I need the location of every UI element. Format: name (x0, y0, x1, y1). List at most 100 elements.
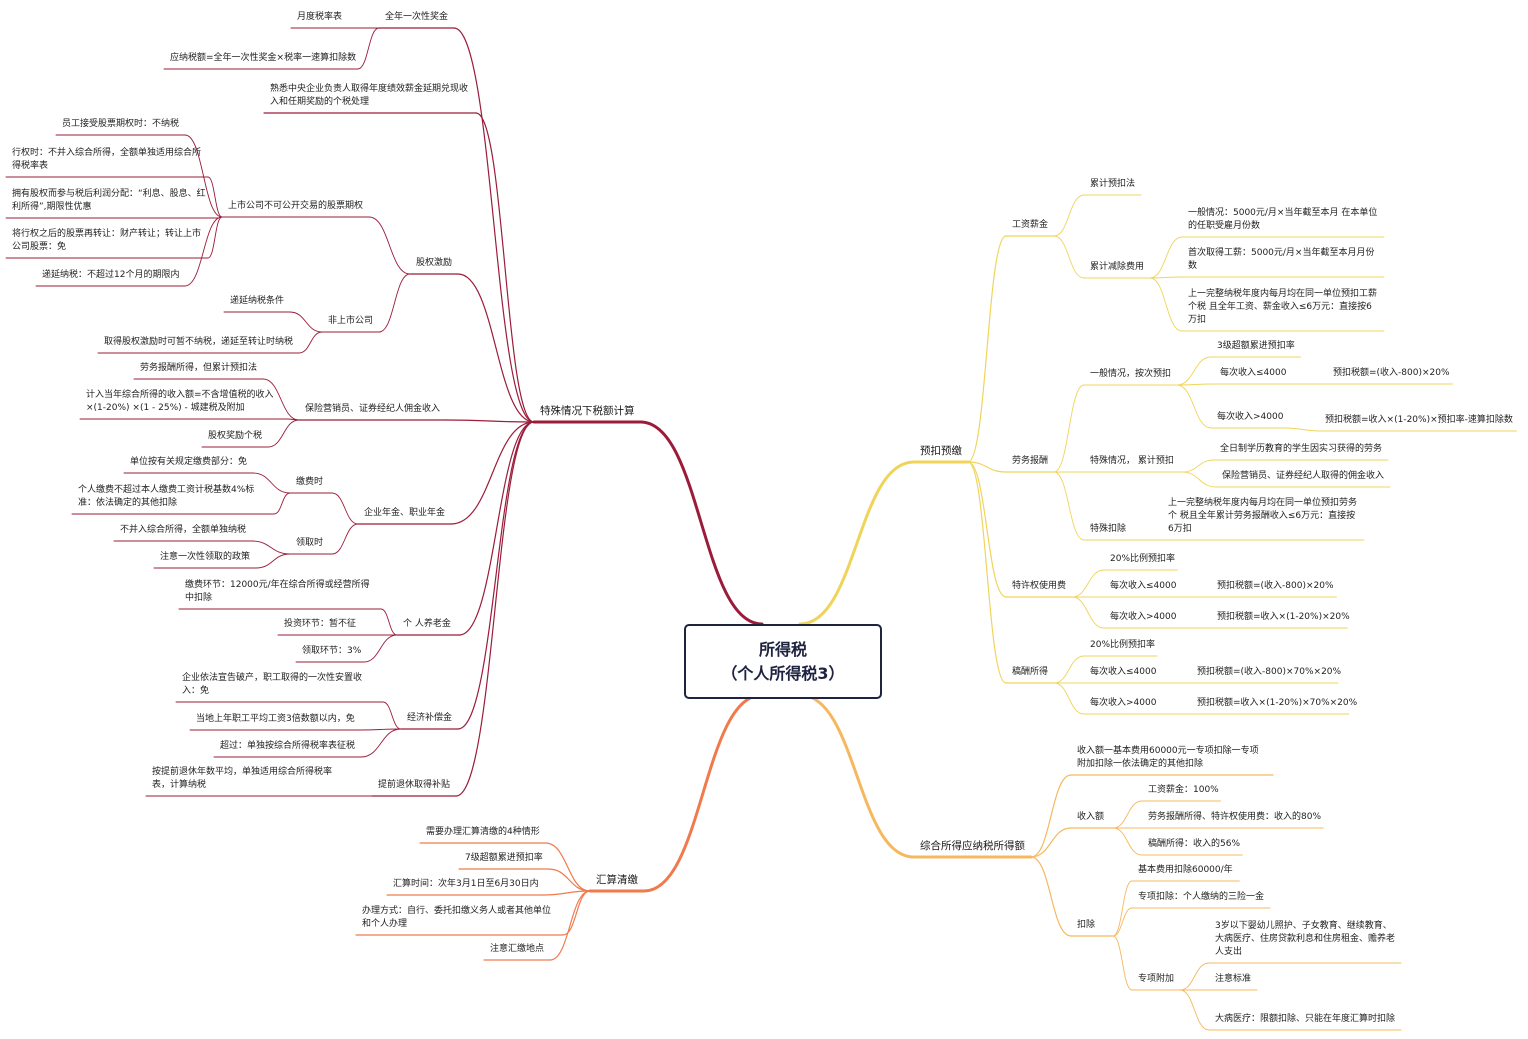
topic-p-lab-gen-2[interactable]: 每次收入≤4000 (1220, 368, 1287, 378)
topic-c-ded-3b[interactable]: 注意标准 (1215, 974, 1252, 984)
topic-c-income[interactable]: 收入额 (1077, 812, 1105, 822)
topic-s-pay-2[interactable]: 个人缴费不超过本人缴费工资计税基数4%标准：依法确定的其他扣除 (78, 485, 255, 508)
topic-c-inc-2[interactable]: 劳务报酬所得、特许权使用费：收入的80% (1148, 812, 1322, 822)
connector-p-wage-2a (1149, 236, 1183, 279)
connector-p-labor (967, 461, 1007, 473)
topic-s-pay[interactable]: 缴费时 (296, 477, 324, 487)
topic-s-bonus[interactable]: 全年一次性奖金 (385, 12, 449, 22)
topic-p-lab-ded-1[interactable]: 上一完整纳税年度内每月均在同一单位预扣劳务个 税且全年累计劳务报酬收入≤6万元：… (1168, 498, 1358, 534)
topic-s-ins-3[interactable]: 股权奖励个税 (208, 431, 263, 441)
topic-h-title[interactable]: 汇算清缴 (596, 874, 638, 886)
topic-c-ded-1[interactable]: 基本费用扣除60000/年 (1138, 865, 1233, 875)
topic-c-formula[interactable]: 收入额一基本费用60000元一专项扣除一专项 附加扣除一依法确定的其他扣除 (1077, 746, 1259, 769)
topic-p-lab-gen[interactable]: 一般情况，按次预扣 (1090, 369, 1172, 379)
topic-p-wage-1[interactable]: 累计预扣法 (1090, 179, 1136, 189)
topic-s-ins-2[interactable]: 计入当年综合所得的收入额=不含增值税的收入×(1-20%) ×(1 - 25%)… (86, 390, 274, 413)
topic-s-listed-3[interactable]: 拥有股权而参与税后利润分配：“利息、股息、红利所得”,期限性优惠 (12, 189, 206, 212)
topic-p-roy-3a[interactable]: 预扣税额=收入×(1-20%)×20% (1217, 612, 1350, 622)
connector-s-unlisted-1 (289, 311, 323, 333)
topic-s-comp-1[interactable]: 企业依法宣告破产，职工取得的一次性安置收入：免 (182, 673, 363, 696)
topic-s-get-2[interactable]: 注意一次性领取的政策 (160, 552, 251, 562)
topic-s-comp-3[interactable]: 超过：单独按综合所得税率表征税 (220, 741, 356, 751)
topic-c-ded-2[interactable]: 专项扣除：个人缴纳的三险一金 (1138, 892, 1265, 902)
topic-s-central[interactable]: 熟悉中央企业负责人取得年度绩效薪金延期兑现收入和任期奖励的个税处理 (270, 84, 469, 107)
topic-s-retire[interactable]: 提前退休取得补贴 (378, 780, 451, 790)
connector-c-title (798, 693, 916, 859)
topic-p-wage-2b[interactable]: 首次取得工薪：5000元/月×当年截至本月月份数 (1188, 248, 1375, 271)
topic-s-comp-2[interactable]: 当地上年职工平均工资3倍数额以内，免 (196, 714, 355, 724)
topic-s-title[interactable]: 特殊情况下税额计算 (540, 405, 635, 417)
connector-s-ins-3 (267, 419, 300, 448)
connector-c-formula (1030, 774, 1072, 858)
topic-c-deduct[interactable]: 扣除 (1077, 920, 1096, 930)
connector-s-pen-3 (363, 634, 398, 663)
topic-p-title[interactable]: 预扣预缴 (920, 445, 962, 457)
topic-h-1[interactable]: 需要办理汇算清缴的4种情形 (426, 827, 540, 837)
topic-s-pension[interactable]: 个 人养老金 (403, 619, 451, 629)
topic-p-aut-3[interactable]: 每次收入>4000 (1090, 698, 1157, 708)
connector-p-wage-2b (1149, 276, 1183, 279)
topic-s-pen-1[interactable]: 缴费环节：12000元/年在综合所得或经营所得中扣除 (185, 580, 370, 603)
connector-s-pay (331, 492, 359, 525)
topic-s-annuity[interactable]: 企业年金、职业年金 (364, 508, 446, 518)
topic-h-4[interactable]: 办理方式：自行、委托扣缴义务人或者其他单位和个人办理 (362, 906, 552, 929)
topic-h-3[interactable]: 汇算时间：次年3月1日至6月30日内 (393, 879, 539, 889)
topic-c-ded-3[interactable]: 专项附加 (1138, 974, 1175, 984)
topic-s-listed-2[interactable]: 行权时：不并入综合所得，全额单独适用综合所得税率表 (12, 148, 202, 171)
topic-c-ded-3c[interactable]: 大病医疗：限额扣除、只能在年度汇算时扣除 (1215, 1014, 1396, 1024)
topic-p-lab-sp-1[interactable]: 全日制学历教育的学生因实习获得的劳务 (1220, 444, 1383, 454)
topic-s-get-1[interactable]: 不并入综合所得，全额单独纳税 (120, 525, 247, 535)
connector-s-annuity (450, 421, 535, 525)
topic-p-roy-3[interactable]: 每次收入>4000 (1110, 612, 1177, 622)
topic-s-pay-1[interactable]: 单位按有关规定缴费部分：免 (130, 457, 248, 467)
topic-s-pen-2[interactable]: 投资环节：暂不征 (284, 619, 357, 629)
topic-p-roy-2[interactable]: 每次收入≤4000 (1110, 581, 1177, 591)
topic-p-wage-2c[interactable]: 上一完整纳税年度内每月均在同一单位预扣工薪个税 且全年工资、薪金收入≤6万元：直… (1188, 289, 1378, 325)
topic-s-insurance[interactable]: 保险营销员、证券经纪人佣金收入 (305, 404, 441, 414)
topic-s-unlisted-1[interactable]: 递延纳税条件 (230, 296, 285, 306)
topic-p-lab-sp-2[interactable]: 保险营销员、证券经纪人取得的佣金收入 (1222, 471, 1385, 481)
topic-p-wage[interactable]: 工资薪金 (1012, 220, 1049, 230)
topic-s-comp[interactable]: 经济补偿金 (407, 713, 453, 723)
connector-s-ins-1 (262, 378, 300, 421)
topic-p-author[interactable]: 稿酬所得 (1012, 667, 1049, 677)
topic-s-equity[interactable]: 股权激励 (416, 258, 453, 268)
topic-s-bonus-rate[interactable]: 月度税率表 (297, 12, 343, 22)
topic-p-lab-gen-3[interactable]: 每次收入>4000 (1217, 412, 1284, 422)
topic-p-aut-2[interactable]: 每次收入≤4000 (1090, 667, 1157, 677)
topic-p-lab-sp[interactable]: 特殊情况， 累计预扣 (1090, 456, 1174, 466)
topic-s-listed-4[interactable]: 将行权之后的股票再转让：财产转让；转让上市公司股票：免 (12, 229, 202, 252)
topic-p-royalty[interactable]: 特许权使用费 (1012, 581, 1067, 591)
topic-s-pen-3[interactable]: 领取环节：3% (302, 646, 362, 656)
topic-p-lab-gen-1[interactable]: 3级超额累进预扣率 (1217, 341, 1295, 351)
topic-p-aut-3a[interactable]: 预扣税额=收入×(1-20%)×70%×20% (1197, 698, 1358, 708)
topic-p-wage-2[interactable]: 累计减除费用 (1090, 262, 1145, 272)
topic-s-get[interactable]: 领取时 (296, 538, 324, 548)
topic-p-lab-gen-3a[interactable]: 预扣税额=收入×(1-20%)×预扣率-速算扣除数 (1325, 415, 1513, 425)
topic-p-aut-2a[interactable]: 预扣税额=(收入-800)×70%×20% (1197, 667, 1342, 677)
topic-p-lab-ded[interactable]: 特殊扣除 (1090, 524, 1127, 534)
topic-c-ded-3a[interactable]: 3岁以下婴幼儿照护、子女教育、继续教育、大病医疗、住房贷款利息和住房租金、赡养老… (1215, 921, 1396, 957)
topic-p-roy-1[interactable]: 20%比例预扣率 (1110, 554, 1176, 564)
connector-p-title (798, 460, 916, 626)
topic-c-inc-1[interactable]: 工资薪金：100% (1148, 785, 1219, 795)
topic-s-listed[interactable]: 上市公司不可公开交易的股票期权 (228, 201, 364, 211)
topic-h-5[interactable]: 注意汇缴地点 (490, 944, 545, 954)
topic-s-unlisted-2[interactable]: 取得股权激励时可暂不纳税，递延至转让时纳税 (104, 337, 294, 347)
connector-s-bonus-formula (357, 27, 380, 70)
topic-p-roy-2a[interactable]: 预扣税额=(收入-800)×20% (1217, 581, 1334, 591)
topic-s-ins-1[interactable]: 劳务报酬所得，但累计预扣法 (140, 363, 258, 373)
topic-s-retire-1[interactable]: 按提前退休年数平均，单独适用综合所得税率表，计算纳税 (152, 767, 333, 790)
topic-p-wage-2a[interactable]: 一般情况：5000元/月×当年截至本月 在本单位的任职受雇月份数 (1188, 208, 1378, 231)
topic-c-title[interactable]: 综合所得应纳税所得额 (920, 840, 1025, 852)
topic-c-inc-3[interactable]: 稿酬所得：收入的56% (1148, 839, 1241, 849)
topic-p-labor[interactable]: 劳务报酬 (1012, 456, 1049, 466)
topic-h-2[interactable]: 7级超额累进预扣率 (465, 853, 543, 863)
topic-s-unlisted[interactable]: 非上市公司 (328, 316, 374, 326)
topic-s-listed-5[interactable]: 递延纳税：不超过12个月的期限内 (42, 270, 180, 280)
topic-p-lab-gen-2a[interactable]: 预扣税额=(收入-800)×20% (1333, 368, 1450, 378)
topic-s-listed-1[interactable]: 员工接受股票期权时：不纳税 (62, 119, 180, 129)
topic-p-aut-1[interactable]: 20%比例预扣率 (1090, 640, 1156, 650)
topic-s-bonus-formula[interactable]: 应纳税额=全年一次性奖金×税率一速算扣除数 (170, 53, 357, 63)
central-topic[interactable]: 所得税 （个人所得税3） (684, 624, 882, 699)
